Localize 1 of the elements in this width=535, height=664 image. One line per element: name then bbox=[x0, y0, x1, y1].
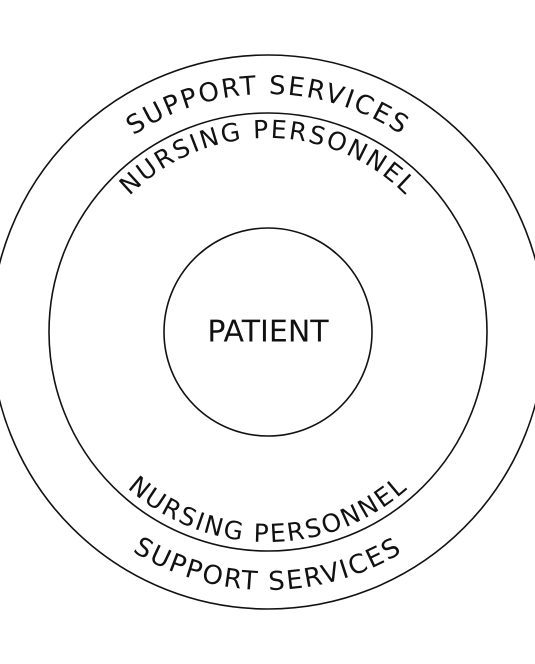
center-label: PATIENT bbox=[207, 314, 329, 350]
